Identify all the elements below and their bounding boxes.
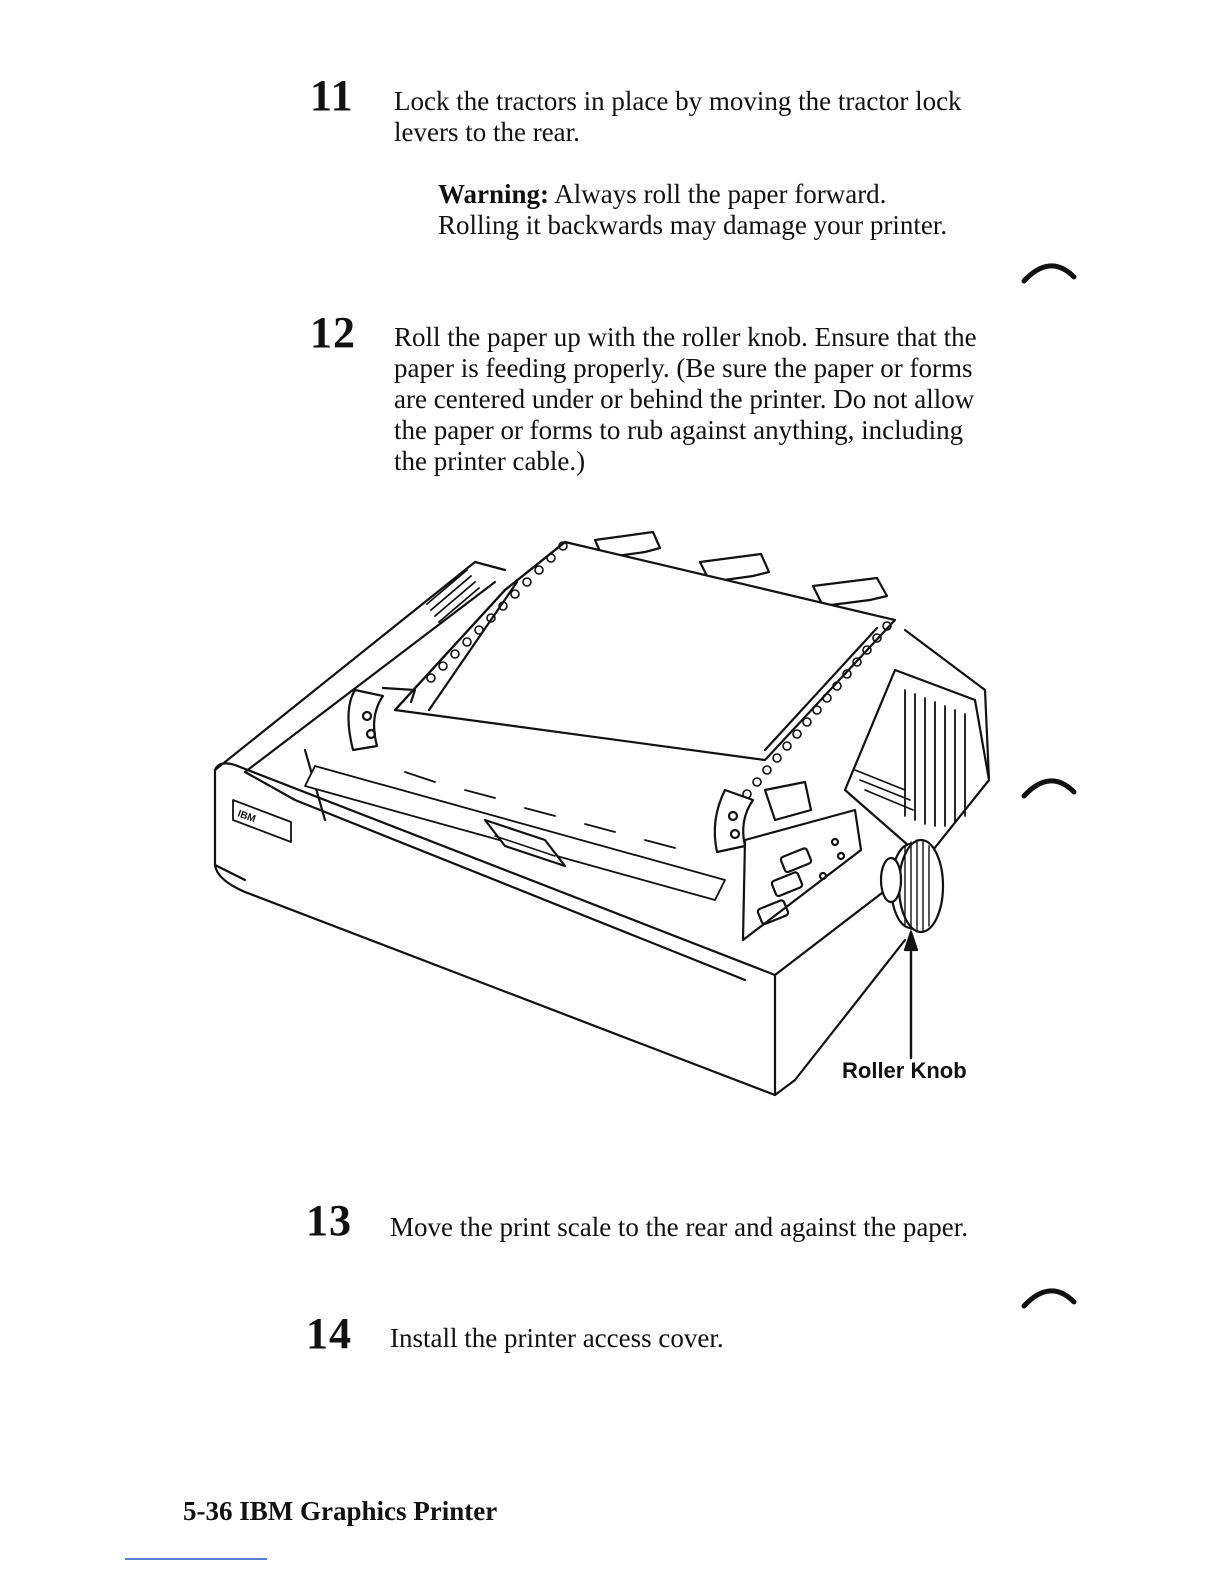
warning-text: Always roll the paper forward. Rolling i…: [438, 179, 948, 240]
right-tractor: [713, 780, 813, 854]
roller-knob-label: Roller Knob: [842, 1058, 967, 1083]
callout-arrow: [903, 930, 919, 1060]
step-text-11: Lock the tractors in place by moving the…: [394, 86, 962, 147]
step-number-14: 14: [306, 1309, 352, 1358]
printer-body: [213, 560, 991, 1097]
step-text-13: Move the print scale to the rear and aga…: [390, 1212, 969, 1242]
page-footer: 5-36 IBM Graphics Printer: [183, 1496, 498, 1526]
panel-button-2: [770, 871, 804, 898]
binder-mark-3: [1021, 1288, 1077, 1309]
roller-knob: [879, 838, 945, 934]
panel-button-1: [779, 847, 813, 874]
left-tractor: [347, 686, 417, 752]
printer-illustration: IBM: [213, 530, 991, 1097]
control-panel: [741, 808, 863, 942]
step-number-12: 12: [310, 308, 356, 357]
print-head: [483, 818, 567, 868]
step-text-14: Install the printer access cover.: [390, 1323, 724, 1353]
feed-holes-left: [426, 541, 568, 683]
right-housing: [843, 668, 991, 862]
binder-mark-2: [1021, 778, 1077, 799]
continuous-paper: [393, 540, 897, 762]
step-number-11: 11: [310, 71, 354, 120]
warning-label: Warning:: [438, 179, 550, 209]
binder-mark-1: [1021, 263, 1077, 284]
footer-rule: [125, 1558, 267, 1560]
step-number-13: 13: [306, 1196, 352, 1245]
warning-note: Warning: Always roll the paper forward. …: [438, 179, 958, 241]
vent-grille-left: [426, 569, 480, 623]
ibm-badge: IBM: [232, 799, 292, 843]
panel-button-3: [756, 899, 790, 926]
step-text-12: Roll the paper up with the roller knob. …: [394, 322, 977, 476]
